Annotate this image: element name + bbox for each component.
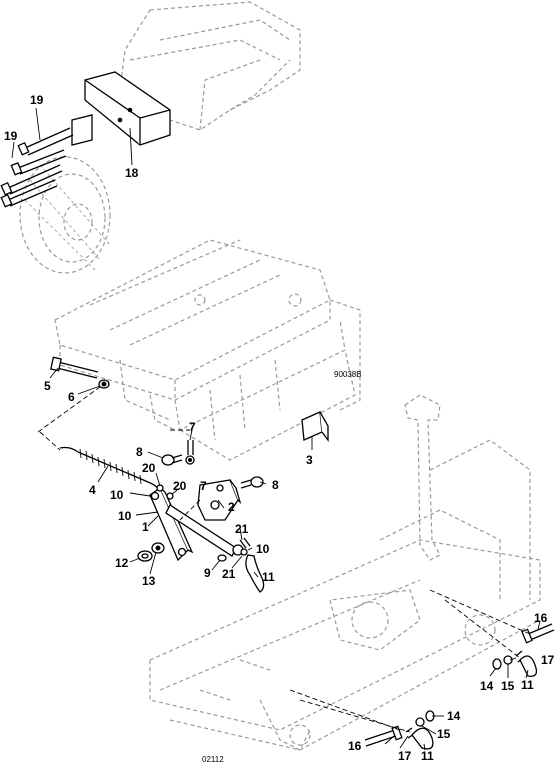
- callout-15: 15: [501, 679, 515, 693]
- bolt-7: [185, 440, 195, 465]
- callout-14: 14: [447, 709, 461, 723]
- pins-20-21-9: [156, 484, 251, 562]
- callout-2: 2: [228, 500, 235, 514]
- callout-14: 14: [480, 679, 494, 693]
- hitch-weight-18: [71, 71, 171, 146]
- callout-12: 12: [115, 556, 129, 570]
- callout-11: 11: [262, 570, 275, 584]
- callout-19: 19: [30, 93, 44, 107]
- callout-4: 4: [89, 483, 96, 497]
- callout-13: 13: [142, 574, 156, 588]
- callout-8: 8: [272, 478, 279, 492]
- main-frame-outline: [54, 239, 361, 461]
- shoulder-bolt-8-right: [240, 476, 264, 489]
- callout-18: 18: [125, 166, 139, 180]
- callout-20: 20: [142, 461, 156, 475]
- extension-spring-4: [59, 446, 161, 493]
- clevis-pin-16-top: [521, 623, 555, 644]
- callout-3: 3: [306, 453, 313, 467]
- inset-code: 90038B: [334, 370, 362, 379]
- front-deck-outline: [149, 439, 541, 751]
- steering-lever-outline: [404, 394, 441, 561]
- callout-6: 6: [68, 390, 75, 404]
- callout-7: 7: [200, 479, 207, 493]
- callout-11: 11: [521, 678, 534, 692]
- callout-16: 16: [348, 739, 362, 753]
- callout-19: 19: [4, 129, 18, 143]
- callout-17: 17: [541, 653, 555, 667]
- clips-14-15-17-11-top: [492, 650, 538, 677]
- clips-14-15-17-11-bottom: [405, 710, 435, 750]
- diagram-id: 02112: [202, 755, 224, 764]
- rear-tire-outline: [19, 156, 111, 274]
- callout-1: 1: [142, 520, 149, 534]
- bracket-3: [301, 411, 329, 442]
- callout-10: 10: [256, 542, 270, 556]
- callout-15: 15: [437, 727, 451, 741]
- callout-10: 10: [110, 488, 124, 502]
- leader-lines: [11, 107, 541, 751]
- callout-10: 10: [118, 509, 132, 523]
- callout-16: 16: [534, 611, 548, 625]
- callout-21: 21: [222, 567, 236, 581]
- nut-6: [98, 379, 110, 389]
- washers-12-13: [137, 542, 165, 562]
- callout-9: 9: [204, 566, 211, 580]
- clevis-pin-16-bottom: [364, 725, 403, 747]
- callout-11: 11: [421, 749, 434, 763]
- callout-8: 8: [136, 445, 143, 459]
- callout-7: 7: [189, 420, 196, 434]
- callout-20: 20: [173, 479, 187, 493]
- callout-5: 5: [44, 379, 51, 393]
- callout-17: 17: [398, 749, 412, 763]
- bolt-5: [50, 356, 99, 379]
- shoulder-bolt-8-left: [161, 454, 183, 466]
- bolts-19: [0, 127, 74, 208]
- callout-21: 21: [235, 522, 249, 536]
- callout-labels: 19 19 18 5 6 90038B 3 7 8 8 4 20 20 7 2 …: [4, 93, 555, 764]
